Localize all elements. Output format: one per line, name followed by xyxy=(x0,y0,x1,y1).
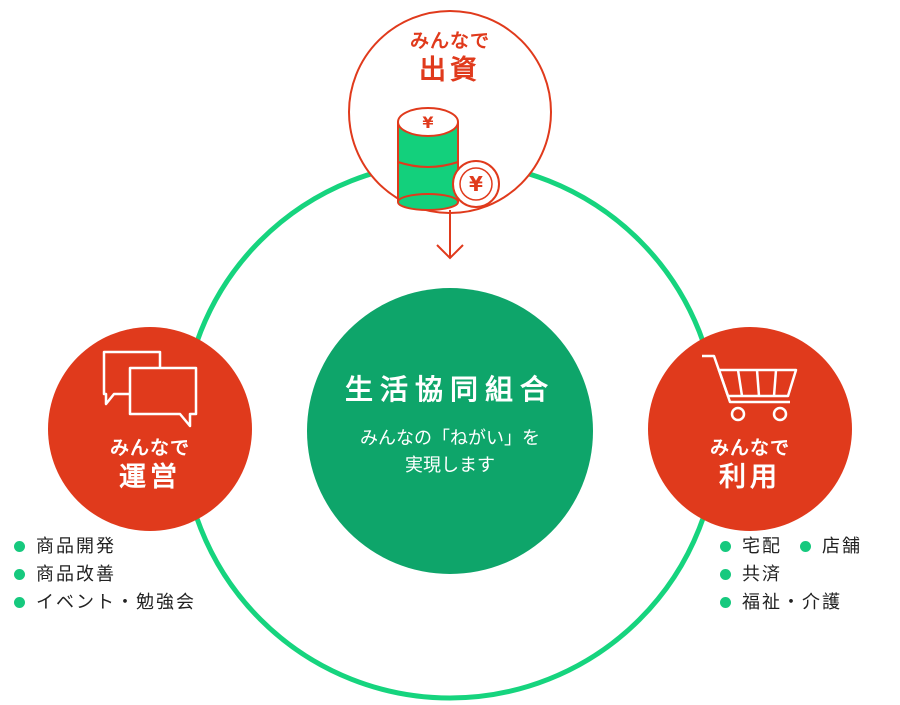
right-label: みんなで 利用 xyxy=(650,437,850,495)
list-item: 共済 xyxy=(720,561,882,589)
list-item: 店舗 xyxy=(800,533,862,561)
left-label-line2: 運営 xyxy=(119,461,181,493)
list-item: 商品改善 xyxy=(14,561,196,589)
speech-bubbles-icon xyxy=(102,350,198,428)
center-subtitle-line1: みんなの「ねがい」を xyxy=(360,428,540,449)
left-label-line1: みんなで xyxy=(109,437,190,459)
arrow-down-icon xyxy=(436,210,464,260)
list-item: 商品開発 xyxy=(14,533,196,561)
list-item: 宅配 xyxy=(720,533,782,561)
list-item: 福祉・介護 xyxy=(720,589,882,617)
management-list: 商品開発 商品改善 イベント・勉強会 xyxy=(14,533,196,617)
center-circle xyxy=(307,288,593,574)
top-label: みんなで 出資 xyxy=(362,30,538,88)
svg-text:¥: ¥ xyxy=(422,113,433,132)
right-circle xyxy=(648,327,852,531)
center-subtitle: みんなの「ねがい」を 実現します xyxy=(306,425,594,479)
top-label-line1: みんなで xyxy=(409,30,490,52)
top-label-line2: 出資 xyxy=(419,54,481,86)
left-circle xyxy=(48,327,252,531)
shopping-cart-icon xyxy=(702,354,798,422)
right-label-line1: みんなで xyxy=(709,437,790,459)
yen-coins-icon: ¥ ¥ xyxy=(397,107,500,211)
center-subtitle-line2: 実現します xyxy=(405,455,495,476)
svg-text:¥: ¥ xyxy=(469,172,483,196)
left-label: みんなで 運営 xyxy=(50,437,250,495)
right-label-line2: 利用 xyxy=(719,461,781,493)
list-item: イベント・勉強会 xyxy=(14,589,196,617)
usage-list: 宅配 店舗 共済 福祉・介護 xyxy=(720,533,900,617)
center-title: 生活協同組合 xyxy=(344,373,555,406)
